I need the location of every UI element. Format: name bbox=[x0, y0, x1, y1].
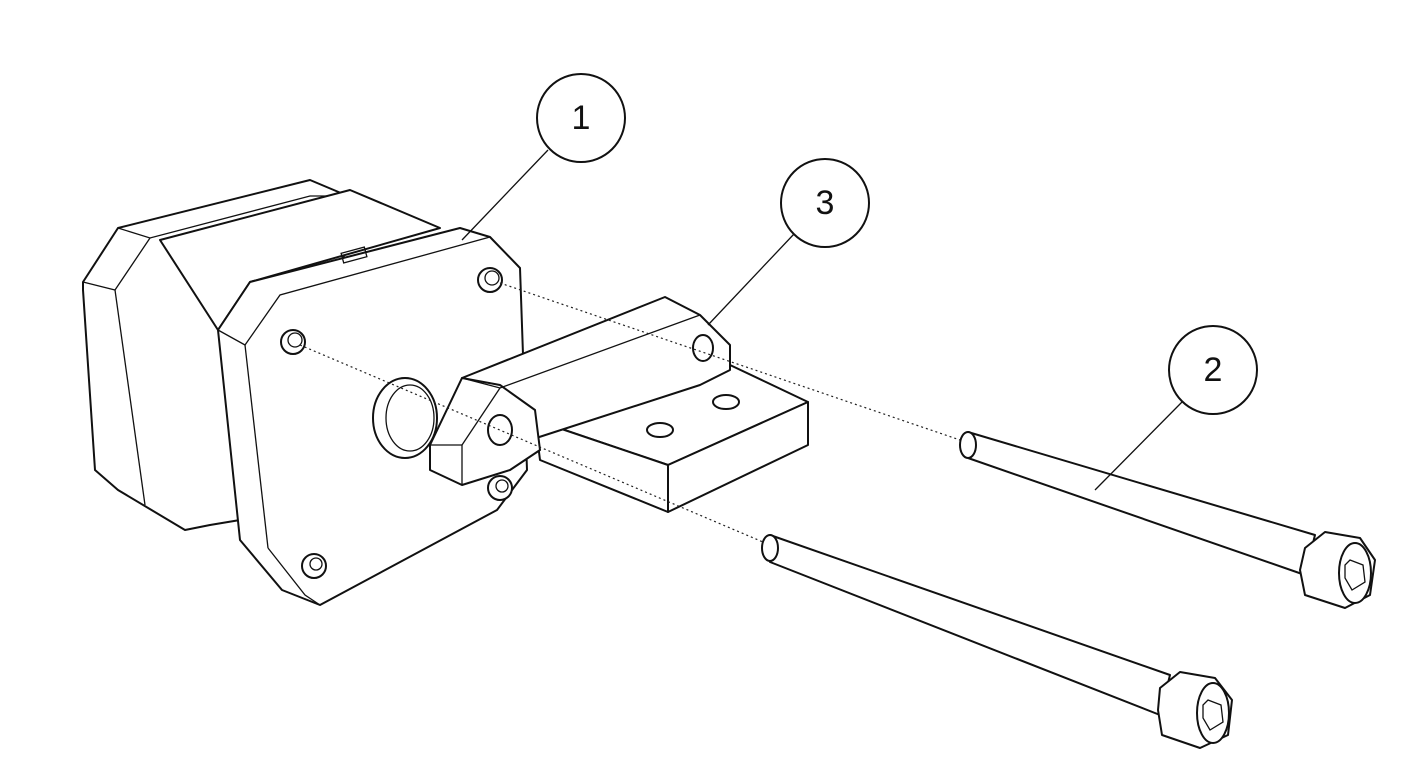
balloon-1: 1 bbox=[461, 73, 626, 241]
alignment-lines bbox=[299, 282, 961, 546]
socket-head-screw bbox=[761, 534, 1233, 749]
balloon-label: 2 bbox=[1204, 351, 1223, 389]
mounting-bracket bbox=[429, 296, 809, 513]
socket-head-screw bbox=[959, 431, 1376, 609]
shaft-bore bbox=[372, 377, 438, 459]
motor-label-plate bbox=[340, 246, 368, 264]
balloon-label: 3 bbox=[816, 184, 835, 222]
balloon-2: 2 bbox=[1094, 325, 1258, 491]
balloon-label: 1 bbox=[572, 99, 591, 137]
stepper-motor bbox=[82, 179, 528, 606]
balloon-3: 3 bbox=[707, 158, 870, 326]
mounting-hole bbox=[280, 267, 513, 579]
